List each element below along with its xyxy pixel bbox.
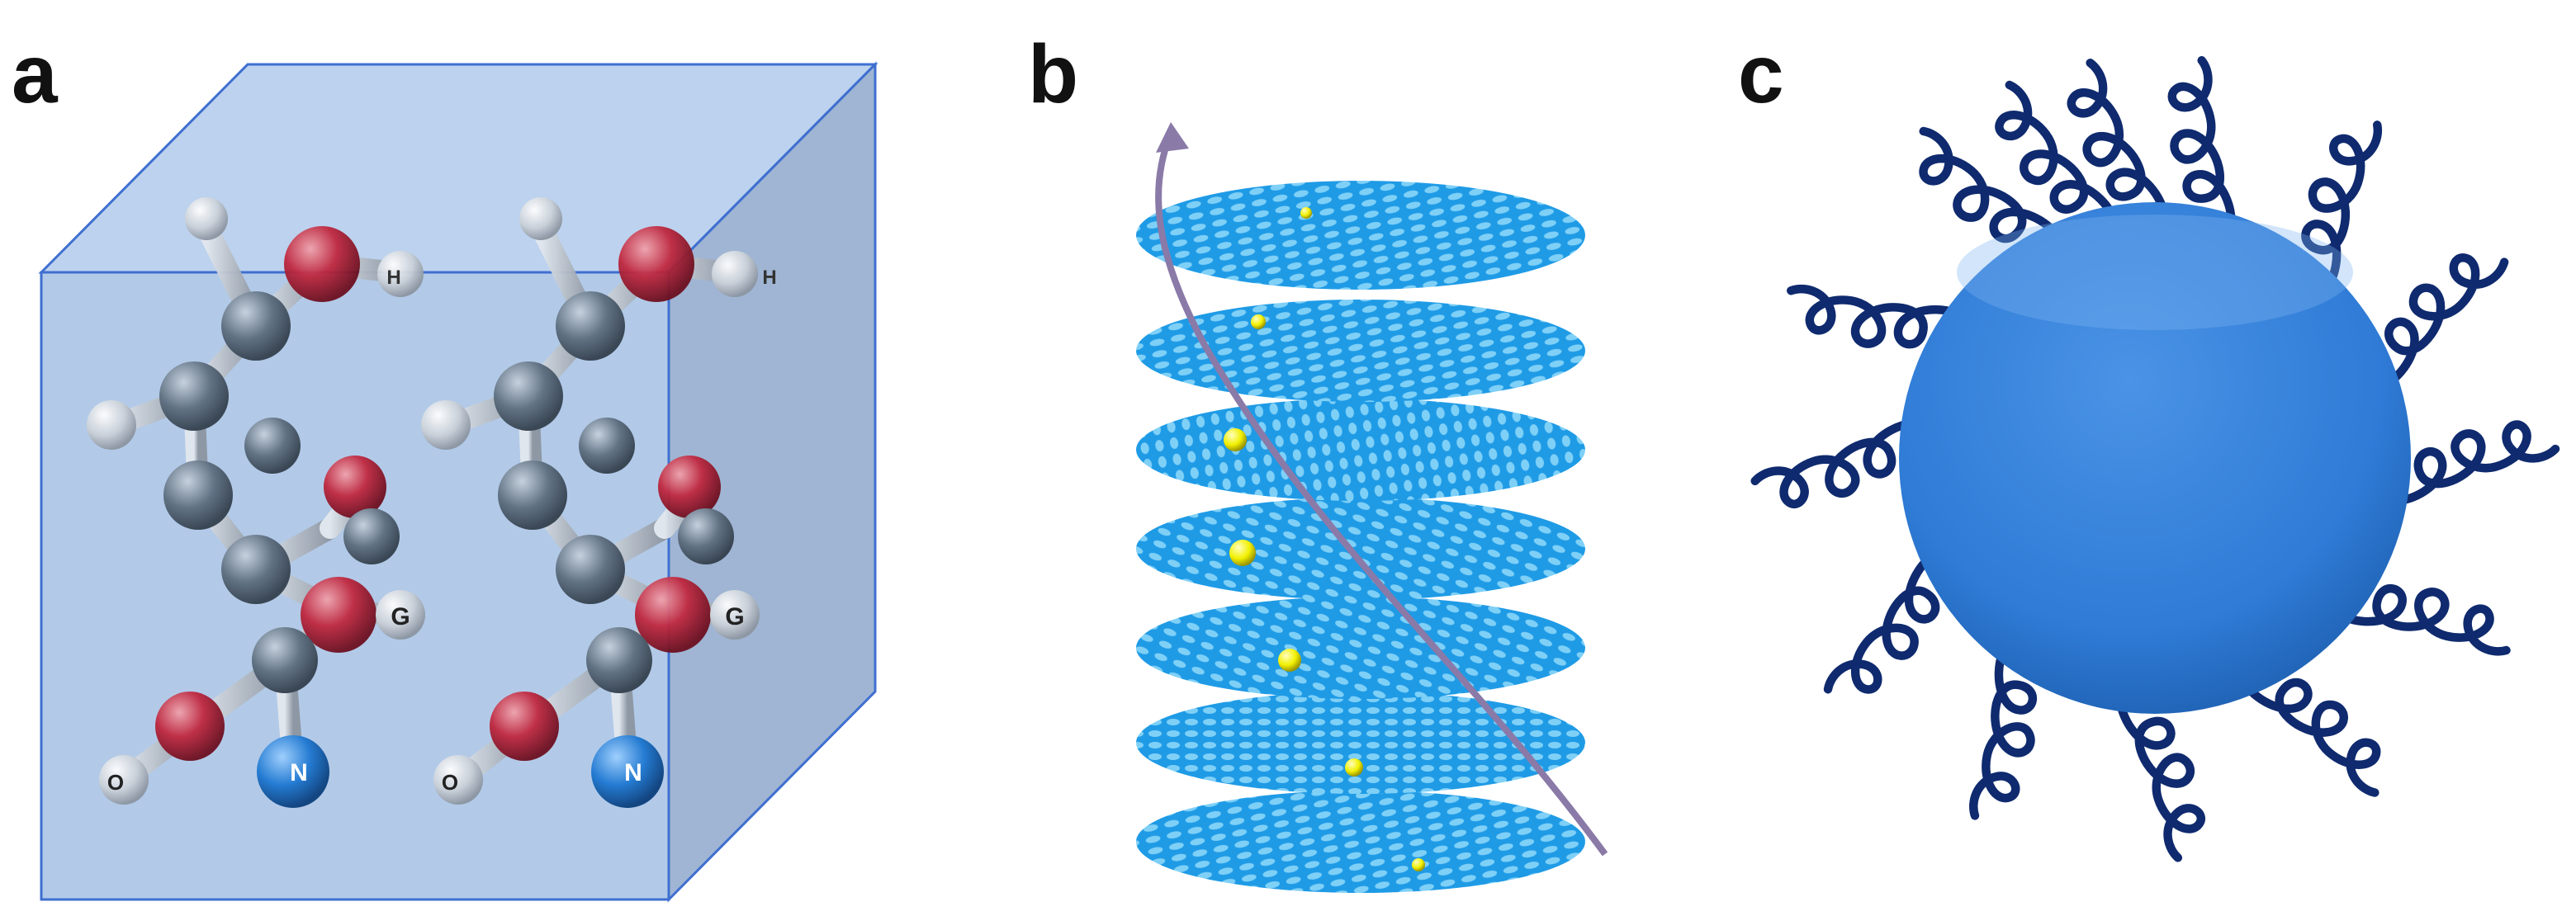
particle-6 <box>1345 758 1363 777</box>
director-arrow-path <box>1155 132 1608 857</box>
disk-2 <box>1136 300 1585 402</box>
panel-a-cube-diagram: H G O N H G O N <box>38 61 878 903</box>
atom-letter-g-right: G <box>725 603 744 630</box>
nanoparticle-core <box>1899 202 2411 714</box>
molecule-left <box>87 197 425 808</box>
disk-3 <box>1136 399 1585 501</box>
particle-1 <box>1300 207 1312 219</box>
polymer-chain <box>2398 407 2558 526</box>
disk-6 <box>1136 692 1585 794</box>
panel-c-grafted-nanoparticle <box>1726 0 2568 916</box>
atom-letter-o-left: O <box>107 770 124 795</box>
atom-letter-o-right: O <box>442 770 458 795</box>
particle-2 <box>1251 314 1266 329</box>
atom-letter-h-right: H <box>762 267 776 289</box>
particle-7 <box>1412 858 1425 871</box>
director-arrowhead <box>1156 122 1189 153</box>
panel-label-c: c <box>1738 28 1784 120</box>
molecule-right <box>421 197 760 808</box>
polymer-chain <box>2100 703 2216 860</box>
particle-4 <box>1229 540 1256 566</box>
panel-label-a: a <box>12 28 58 120</box>
particle-5 <box>1278 649 1301 672</box>
disk-5 <box>1136 597 1585 699</box>
panel-b-stacked-disks <box>1136 122 1608 893</box>
disk-7 <box>1136 791 1585 893</box>
atom-letter-g-left: G <box>391 603 410 630</box>
disk-4 <box>1136 498 1585 600</box>
polymer-chain <box>1753 404 1910 519</box>
nanoparticle-highlight <box>1957 215 2353 330</box>
disk-1 <box>1136 181 1585 290</box>
atom-letter-n-right: N <box>624 759 642 786</box>
panel-label-b: b <box>1028 28 1079 120</box>
atom-letter-n-left: N <box>290 759 308 786</box>
atom-letter-h-left: H <box>386 267 400 289</box>
particle-3 <box>1224 428 1247 451</box>
